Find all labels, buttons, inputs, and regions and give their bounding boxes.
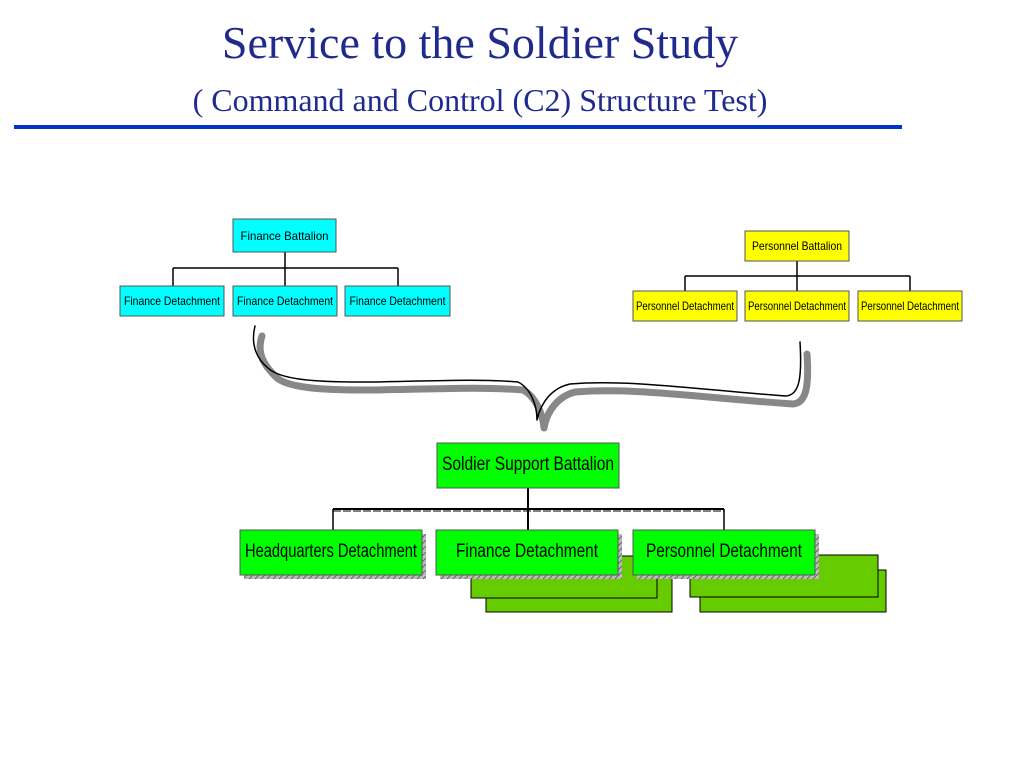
finance-detachment-label-1: Finance Detachment [124, 294, 221, 308]
personnel-detachment-box-2 [744, 290, 850, 322]
finance-battalion-label: Finance Battalion [241, 229, 329, 243]
ssb-personnel-detachment-label: Personnel Detachment [646, 541, 803, 562]
personnel-detachment-label-3: Personnel Detachment [861, 299, 960, 313]
hq-detachment-box [239, 529, 423, 576]
ssb-group: Soldier Support Battalion Headquarters D… [239, 442, 887, 613]
page-subtitle: ( Command and Control (C2) Structure Tes… [192, 82, 768, 118]
personnel-detachment-label-1: Personnel Detachment [636, 299, 735, 313]
page-title: Service to the Soldier Study [221, 17, 739, 68]
personnel-connectors [684, 261, 911, 291]
ssb-battalion-box [436, 442, 620, 489]
finance-detachment-label-3: Finance Detachment [350, 294, 447, 308]
ssb-personnel-detachment-box [632, 529, 816, 576]
ssb-battalion-label: Soldier Support Battalion [442, 454, 614, 475]
ssb-finance-detachment-box [435, 529, 619, 576]
finance-detachment-label-2: Finance Detachment [237, 294, 334, 308]
personnel-detachment-label-2: Personnel Detachment [748, 299, 847, 313]
ssb-connectors [332, 488, 725, 530]
finance-detachment-box-1 [119, 285, 225, 317]
personnel-detachment-box-1 [632, 290, 738, 322]
personnel-battalion-label: Personnel Battalion [752, 239, 842, 253]
finance-detachment-box-2 [232, 285, 338, 317]
personnel-group: Personnel Battalion Personnel Detachment… [632, 230, 963, 322]
personnel-detachment-box-3 [857, 290, 963, 322]
merge-brace [252, 325, 812, 432]
finance-battalion-box [232, 218, 337, 253]
title-underline [14, 125, 902, 129]
finance-connectors [172, 252, 399, 286]
finance-group: Finance Battalion Finance Detachment Fin… [119, 218, 451, 317]
personnel-battalion-box [744, 230, 850, 262]
ssb-finance-detachment-label: Finance Detachment [456, 541, 599, 562]
finance-detachment-box-3 [344, 285, 451, 317]
hq-detachment-label: Headquarters Detachment [245, 541, 418, 562]
